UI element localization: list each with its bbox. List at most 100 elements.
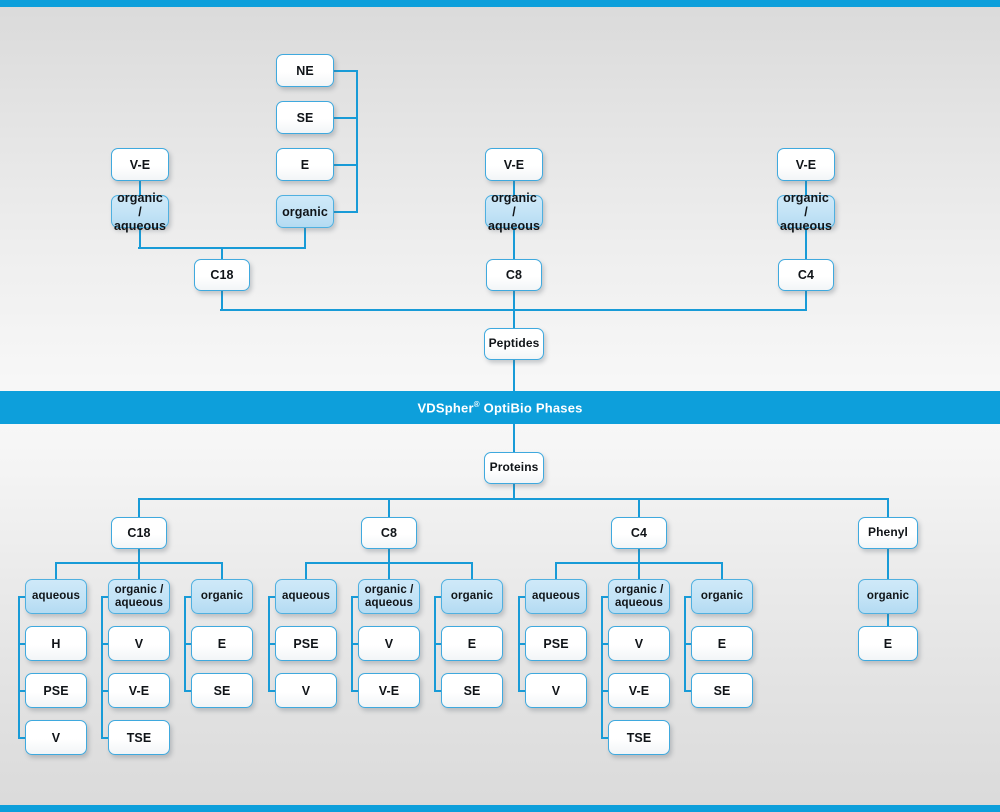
item-c8-orgaq-v[interactable]: V <box>358 626 420 661</box>
registered-icon: ® <box>473 399 480 409</box>
item-c4-orgaq-ve[interactable]: V-E <box>608 673 670 708</box>
node-ne[interactable]: NE <box>276 54 334 87</box>
item-c4-organic-e[interactable]: E <box>691 626 753 661</box>
node-mode-aqueous-c4[interactable]: aqueous <box>525 579 587 614</box>
connector-bar-to-peptides <box>513 309 515 329</box>
node-peptides-root[interactable]: Peptides <box>484 328 544 360</box>
item-c4-organic-se[interactable]: SE <box>691 673 753 708</box>
node-c4-proteins-label: C4 <box>630 526 648 540</box>
item-c4-aqueous-v[interactable]: V <box>525 673 587 708</box>
connector-bar-to-phenyl-proteins <box>887 498 889 517</box>
connector-orgaq-left-down <box>139 228 141 248</box>
node-c4-proteins[interactable]: C4 <box>611 517 667 549</box>
item-c18-aqueous-v[interactable]: V <box>25 720 87 755</box>
item-label: H <box>51 636 61 651</box>
mode-aqueous-c4-label: aqueous <box>532 590 580 603</box>
node-e[interactable]: E <box>276 148 334 181</box>
item-c8-aqueous-pse[interactable]: PSE <box>275 626 337 661</box>
node-c18-proteins[interactable]: C18 <box>111 517 167 549</box>
node-organic-aqueous-peptides-c8[interactable]: organic / aqueous <box>485 191 543 233</box>
item-c18-orgaq-ve[interactable]: V-E <box>108 673 170 708</box>
connector-bar-to-c4-proteins <box>638 498 640 517</box>
connector-phenyl-to-organic <box>887 549 889 579</box>
node-c18-peptides[interactable]: C18 <box>194 259 250 291</box>
item-c8-orgaq-ve[interactable]: V-E <box>358 673 420 708</box>
connector-proteins-distribution-bar <box>138 498 889 500</box>
node-proteins-root[interactable]: Proteins <box>484 452 544 484</box>
connector-orgaq-mid-to-c8 <box>513 228 515 260</box>
mode-aqueous-c18-label: aqueous <box>32 590 80 603</box>
node-organic-aqueous-peptides-c18[interactable]: organic / aqueous <box>111 191 169 233</box>
node-ve-peptides-c18[interactable]: V-E <box>111 148 169 181</box>
item-label: PSE <box>543 636 569 651</box>
item-c18-aqueous-pse[interactable]: PSE <box>25 673 87 708</box>
item-c8-aqueous-v[interactable]: V <box>275 673 337 708</box>
item-c18-organic-e[interactable]: E <box>191 626 253 661</box>
mode-aqueous-c8-label: aqueous <box>282 590 330 603</box>
mode-organic-c4-label: organic <box>700 590 744 603</box>
connector-e-to-bus <box>334 164 358 166</box>
node-mode-organic-aqueous-c18[interactable]: organic / aqueous <box>108 579 170 614</box>
node-organic-peptides-c18[interactable]: organic <box>276 195 334 228</box>
node-ve-peptides-c8[interactable]: V-E <box>485 148 543 181</box>
connector-c4-to-organic <box>721 562 723 579</box>
node-orgaq-right-line1: organic / <box>783 190 829 219</box>
node-mode-organic-c4[interactable]: organic <box>691 579 753 614</box>
node-mode-organic-c8[interactable]: organic <box>441 579 503 614</box>
node-mode-organic-aqueous-c8[interactable]: organic / aqueous <box>358 579 420 614</box>
item-label: TSE <box>126 730 152 745</box>
connector-peptides-to-banner <box>513 359 515 393</box>
item-c4-orgaq-v[interactable]: V <box>608 626 670 661</box>
item-c18-aqueous-h[interactable]: H <box>25 626 87 661</box>
node-proteins-label: Proteins <box>489 460 539 475</box>
item-label: TSE <box>626 730 652 745</box>
node-c8-peptides[interactable]: C8 <box>486 259 542 291</box>
node-mode-aqueous-c8[interactable]: aqueous <box>275 579 337 614</box>
node-c4-peptides[interactable]: C4 <box>778 259 834 291</box>
connector-c18-to-organic <box>221 562 223 579</box>
bus-c18-orgaq <box>101 596 103 737</box>
mode-organic-c8-label: organic <box>450 590 494 603</box>
connector-c18-down <box>221 290 223 310</box>
node-phenyl-proteins[interactable]: Phenyl <box>858 517 918 549</box>
item-label: PSE <box>43 683 69 698</box>
node-peptides-label: Peptides <box>488 336 540 351</box>
item-c18-orgaq-v[interactable]: V <box>108 626 170 661</box>
node-c4-peptides-label: C4 <box>797 268 815 282</box>
connector-organic-to-bus <box>334 211 358 213</box>
node-mode-organic-phenyl[interactable]: organic <box>858 579 918 614</box>
connector-c8-to-organic <box>471 562 473 579</box>
node-organic-aqueous-peptides-c4[interactable]: organic / aqueous <box>777 191 835 233</box>
item-label: V <box>551 683 561 698</box>
item-c18-organic-se[interactable]: SE <box>191 673 253 708</box>
node-se[interactable]: SE <box>276 101 334 134</box>
connector-bar-to-c8-proteins <box>388 498 390 517</box>
node-orgaq-right-line2: aqueous <box>779 218 833 233</box>
node-orgaq-left-line1: organic / <box>117 190 163 219</box>
node-c8-proteins[interactable]: C8 <box>361 517 417 549</box>
node-mode-organic-aqueous-c4[interactable]: organic / aqueous <box>608 579 670 614</box>
section-banner: VDSpher® OptiBio Phases <box>0 391 1000 424</box>
node-orgaq-left-line2: aqueous <box>113 218 167 233</box>
node-ve-left-label: V-E <box>129 157 151 172</box>
node-ve-peptides-c4[interactable]: V-E <box>777 148 835 181</box>
connector-phenyl-organic-to-e <box>887 613 889 630</box>
mode-orgaq-c18-line2: aqueous <box>115 596 163 609</box>
node-c18-peptides-label: C18 <box>210 268 234 282</box>
node-ne-label: NE <box>296 63 314 78</box>
item-c18-orgaq-tse[interactable]: TSE <box>108 720 170 755</box>
connector-orgaq-right-to-c4 <box>805 228 807 260</box>
item-c8-organic-se[interactable]: SE <box>441 673 503 708</box>
connector-proteins-down <box>513 484 515 499</box>
connector-ve-to-orgaq-left <box>139 181 141 195</box>
item-c4-orgaq-tse[interactable]: TSE <box>608 720 670 755</box>
node-mode-organic-c18[interactable]: organic <box>191 579 253 614</box>
item-phenyl-organic-e[interactable]: E <box>858 626 918 661</box>
mode-organic-phenyl-label: organic <box>866 590 910 603</box>
connector-c8-to-orgaq <box>388 562 390 579</box>
connector-bus-vertical-top-left <box>356 70 358 213</box>
node-mode-aqueous-c18[interactable]: aqueous <box>25 579 87 614</box>
item-label: V <box>384 636 394 651</box>
item-c4-aqueous-pse[interactable]: PSE <box>525 626 587 661</box>
item-c8-organic-e[interactable]: E <box>441 626 503 661</box>
